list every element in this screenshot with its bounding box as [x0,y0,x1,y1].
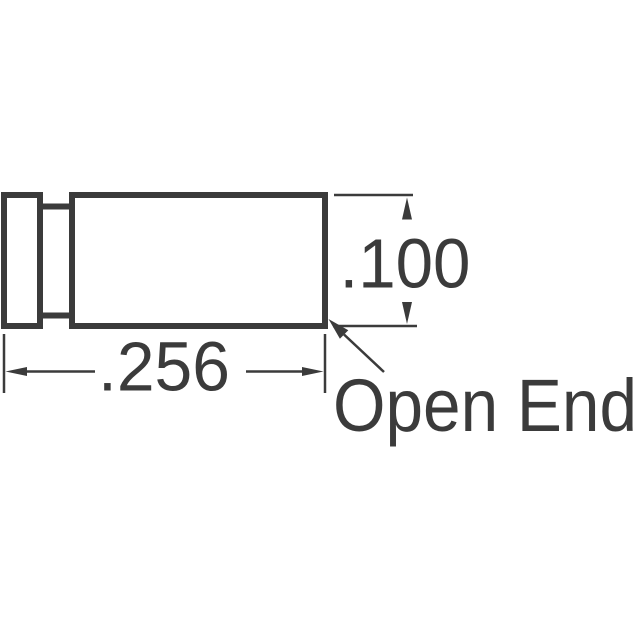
height-arrow-down-icon [402,302,412,324]
open-end-arrowhead-icon [328,319,349,339]
height-dimension-label: .100 [340,225,471,303]
component-body [69,192,328,329]
height-dimension: .100 [333,193,471,328]
component-outline [1,192,328,329]
open-end-callout: Open End [328,319,637,447]
width-dimension-label: .256 [98,328,230,406]
width-arrow-right-icon [302,367,324,376]
width-dimension: .256 [2,328,327,406]
component-left-cap [1,192,43,329]
width-arrow-left-icon [5,367,27,376]
height-arrow-up-icon [402,197,412,220]
open-end-label: Open End [333,364,637,447]
open-end-leader-line [343,333,385,373]
